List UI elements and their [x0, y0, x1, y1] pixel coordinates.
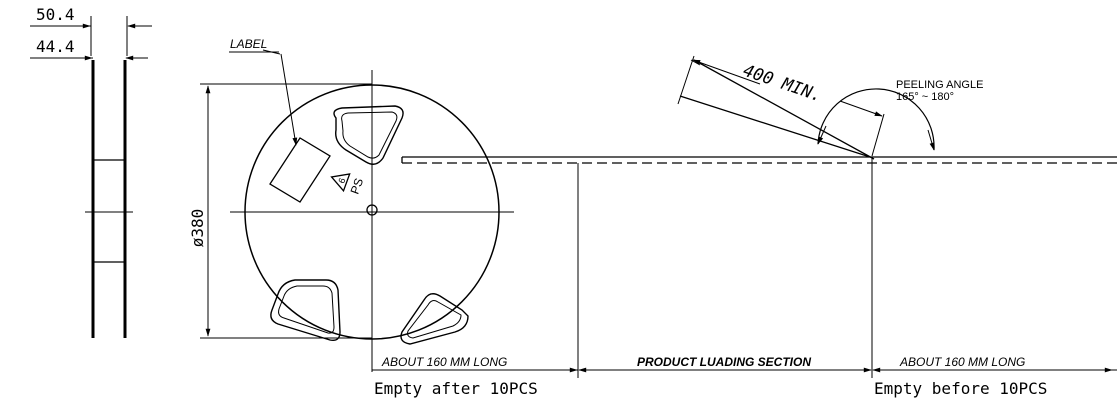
peel-angle-title: PEELING ANGLE	[896, 79, 983, 91]
dim-outer-value: 50.4	[36, 5, 75, 24]
reel-side-view: 50.4 44.4	[30, 5, 152, 338]
recycle-mark-icon: 6 PS	[330, 173, 367, 196]
label-box	[269, 137, 331, 203]
label-leader	[280, 53, 298, 146]
cover-tape-lower	[679, 95, 871, 158]
dim-inner-value: 44.4	[36, 37, 75, 56]
reel-window-top	[333, 105, 404, 165]
leader-note: Empty before 10PCS	[874, 379, 1047, 398]
reel-front-view: ø380 LABEL 6 PS	[188, 37, 514, 350]
diameter-label: ø380	[188, 209, 207, 248]
peeling-detail: 400 MIN. PEELING ANGLE 165° ~ 180°	[677, 55, 983, 160]
peel-angle-arc	[817, 88, 935, 151]
peel-dim-line-right	[839, 100, 883, 117]
reel-window-lower-right	[400, 293, 469, 345]
cover-tape-upper	[693, 59, 875, 160]
peel-ext-right	[871, 113, 885, 157]
recycle-mark-material: PS	[348, 176, 367, 196]
peel-length-label: 400 MIN.	[740, 61, 824, 107]
peel-dim-line-left	[692, 59, 761, 85]
trailer-length-text: ABOUT 160 MM LONG	[381, 355, 507, 369]
label-callout-text: LABEL	[230, 37, 267, 51]
recycle-mark-number: 6	[336, 177, 347, 185]
leader-length-text: ABOUT 160 MM LONG	[899, 355, 1025, 369]
reel-hub-hole	[366, 204, 378, 216]
carrier-tape	[401, 156, 1117, 164]
peel-angle-arrow-right	[927, 129, 935, 151]
section-dimensions: ABOUT 160 MM LONG PRODUCT LUADING SECTIO…	[371, 157, 1117, 398]
reel-window-lower-left	[270, 279, 341, 342]
peel-ext-left	[677, 55, 695, 105]
product-section-text: PRODUCT LUADING SECTION	[637, 355, 811, 369]
peel-angle-arrow-left	[817, 125, 827, 145]
trailer-note: Empty after 10PCS	[374, 379, 538, 398]
peel-angle-range: 165° ~ 180°	[896, 91, 954, 103]
